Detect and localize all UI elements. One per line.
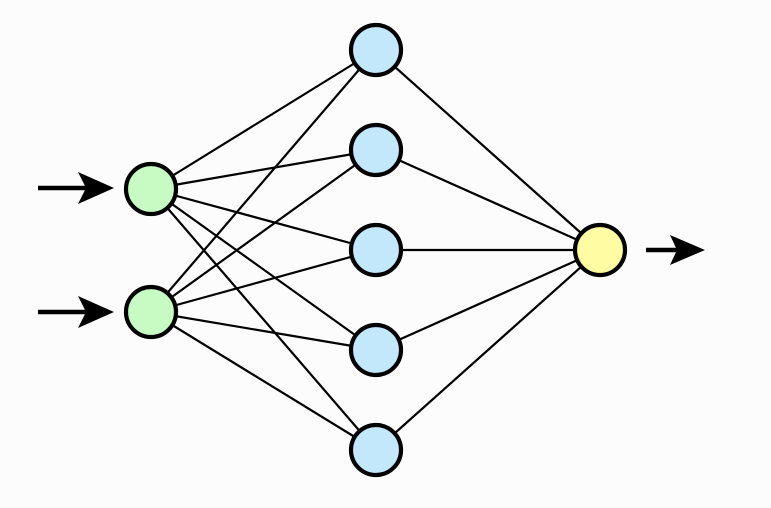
hidden-node-2[interactable] [348,122,404,178]
input-arrow-1-head-icon [78,172,114,204]
node-group [123,22,628,478]
input-arrow-2-head-icon [78,296,114,328]
edge-input-node-1-to-hidden-node-4 [149,187,378,352]
edge-hidden-node-4-to-output-node-1 [374,248,602,352]
edge-hidden-node-2-to-output-node-1 [374,148,602,252]
edge-input-node-1-to-hidden-node-5 [149,187,378,452]
edge-input-node-1-to-hidden-node-3 [149,187,378,252]
edge-input-node-2-to-hidden-node-5 [149,310,378,452]
output-node-1[interactable] [572,222,628,278]
hidden-node-5[interactable] [348,422,404,478]
edge-hidden-node-5-to-output-node-1 [374,248,602,452]
edge-input-node-2-to-hidden-node-3 [149,248,378,314]
hidden-node-1[interactable] [348,22,404,78]
hidden-node-4[interactable] [348,322,404,378]
input-node-1[interactable] [123,161,179,217]
edge-hidden-node-1-to-output-node-1 [374,48,602,252]
edge-input-node-2-to-hidden-node-4 [149,310,378,352]
edge-input-node-2-to-hidden-node-1 [149,48,378,314]
edge-group [149,48,602,452]
output-arrow-1-head-icon [670,235,705,265]
input-node-2[interactable] [123,284,179,340]
edge-input-node-1-to-hidden-node-1 [149,48,378,191]
hidden-node-3[interactable] [348,222,404,278]
arrow-group [38,172,705,328]
edge-input-node-1-to-hidden-node-2 [149,148,378,191]
edge-input-node-2-to-hidden-node-2 [149,148,378,314]
